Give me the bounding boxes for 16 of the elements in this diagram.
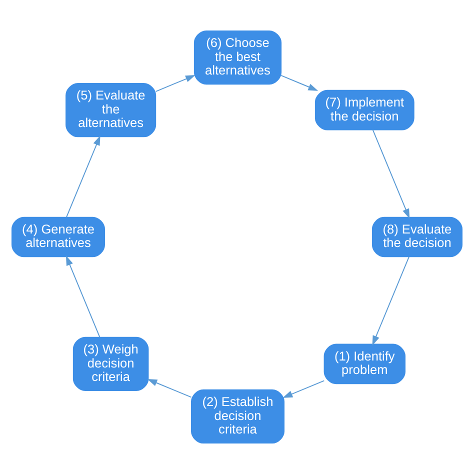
arrow (282, 380, 325, 398)
arrow (372, 256, 410, 346)
node-box: (8) Evaluate the decision (372, 216, 462, 258)
node-box: (7) Implement the decision (314, 90, 414, 130)
node-box: (2) Establish decision criteria (190, 389, 284, 444)
node-box: (5) Evaluate the alternatives (66, 83, 156, 138)
node-box: (4) Generate alternatives (12, 216, 106, 258)
node-box: (6) Choose the best alternatives (194, 30, 282, 85)
arrow (66, 135, 100, 218)
arrow (66, 256, 100, 338)
node-box: (3) Weigh decision criteria (72, 336, 149, 391)
arrow (155, 75, 196, 92)
arrow (280, 74, 318, 91)
node-box: (1) Identify problem (324, 344, 406, 384)
arrow (147, 379, 192, 398)
arrow (372, 129, 410, 219)
